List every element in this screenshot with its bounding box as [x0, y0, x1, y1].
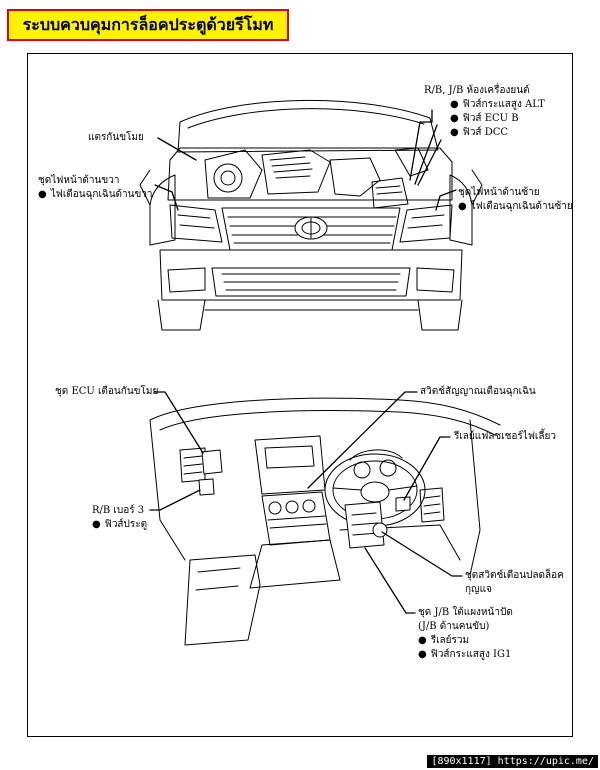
bullet: ● [92, 519, 101, 530]
label-jb-under-dash: ชุด J/B ใต้แผงหน้าปัด (J/B ด้านคนขับ) ●ร… [418, 606, 513, 662]
fuse-alt: ฟิวส์กระแสสูง ALT [462, 99, 545, 110]
bullet: ● [450, 99, 459, 110]
right-headlight-heading: ชุดไฟหน้าด้านขวา [38, 175, 120, 186]
jb-under-dash-heading2: (J/B ด้านคนขับ) [418, 621, 490, 632]
diagram-frame [27, 53, 573, 737]
left-hazard-lamp: ไฟเตือนฉุกเฉินด้านซ้าย [470, 201, 573, 212]
unlock-warning-line2: กุญแจ [465, 584, 492, 595]
integration-relay: รีเลย์รวม [430, 635, 470, 646]
jb-under-dash-heading1: ชุด J/B ใต้แผงหน้าปัด [418, 607, 513, 618]
fuse-dcc: ฟิวส์ DCC [462, 127, 509, 138]
rb3-drawing [198, 478, 215, 496]
bullet: ● [458, 201, 467, 212]
bullet: ● [38, 189, 47, 200]
page-title: ระบบควบคุมการล็อคประตูด้วยรีโมท [22, 14, 274, 34]
bullet: ● [450, 127, 459, 138]
rb-jb-engine-heading: R/B, J/B ห้องเครื่องยนต์ [424, 85, 530, 96]
left-headlight-heading: ชุดไฟหน้าด้านซ้าย [458, 187, 540, 198]
label-hazard-switch: สวิตช์สัญญาณเตือนฉุกเฉิน [420, 386, 536, 397]
truck-front-drawing [139, 99, 483, 331]
label-rb-jb-engine: R/B, J/B ห้องเครื่องยนต์ ●ฟิวส์กระแสสูง … [424, 84, 545, 140]
bullet: ● [418, 649, 427, 660]
label-anti-theft-horn: แตรกันขโมย [88, 132, 144, 143]
bullet: ● [450, 113, 459, 124]
left-headlight-drawing [399, 204, 453, 243]
right-hazard-lamp: ไฟเตือนฉุกเฉินด้านขวา [50, 189, 153, 200]
rb-jb-box-drawing [371, 177, 409, 209]
label-unlock-warning-switch: ชุดสวิตช์เตือนปลดล็อค กุญแจ [465, 569, 564, 597]
unlock-warning-line1: ชุดสวิตช์เตือนปลดล็อค [465, 570, 564, 581]
leader-lines [149, 109, 463, 614]
label-left-headlight: ชุดไฟหน้าด้านซ้าย ●ไฟเตือนฉุกเฉินด้านซ้า… [458, 186, 573, 214]
dashboard-drawing [149, 397, 501, 646]
fuse-ig1: ฟิวส์กระแสสูง IG1 [430, 649, 512, 660]
label-flasher-relay: รีเลย์แฟลชเชอร์ไฟเลี้ยว [454, 431, 556, 442]
label-rb-no3: R/B เบอร์ 3 ●ฟิวส์ประตู [92, 504, 147, 532]
watermark: [890x1117] https://upic.me/ [427, 755, 598, 768]
ecu-box-drawing [201, 449, 223, 475]
door-fuse: ฟิวส์ประตู [104, 519, 148, 530]
rb-no3-heading: R/B เบอร์ 3 [92, 505, 145, 516]
bullet: ● [418, 635, 427, 646]
right-headlight-drawing [169, 204, 223, 243]
label-right-headlight: ชุดไฟหน้าด้านขวา ●ไฟเตือนฉุกเฉินด้านขวา [38, 174, 153, 202]
fuse-ecu-b: ฟิวส์ ECU B [462, 113, 519, 124]
title-box: ระบบควบคุมการล็อคประตูด้วยรีโมท [7, 9, 289, 41]
label-anti-theft-ecu: ชุด ECU เตือนกันขโมย [55, 386, 159, 397]
